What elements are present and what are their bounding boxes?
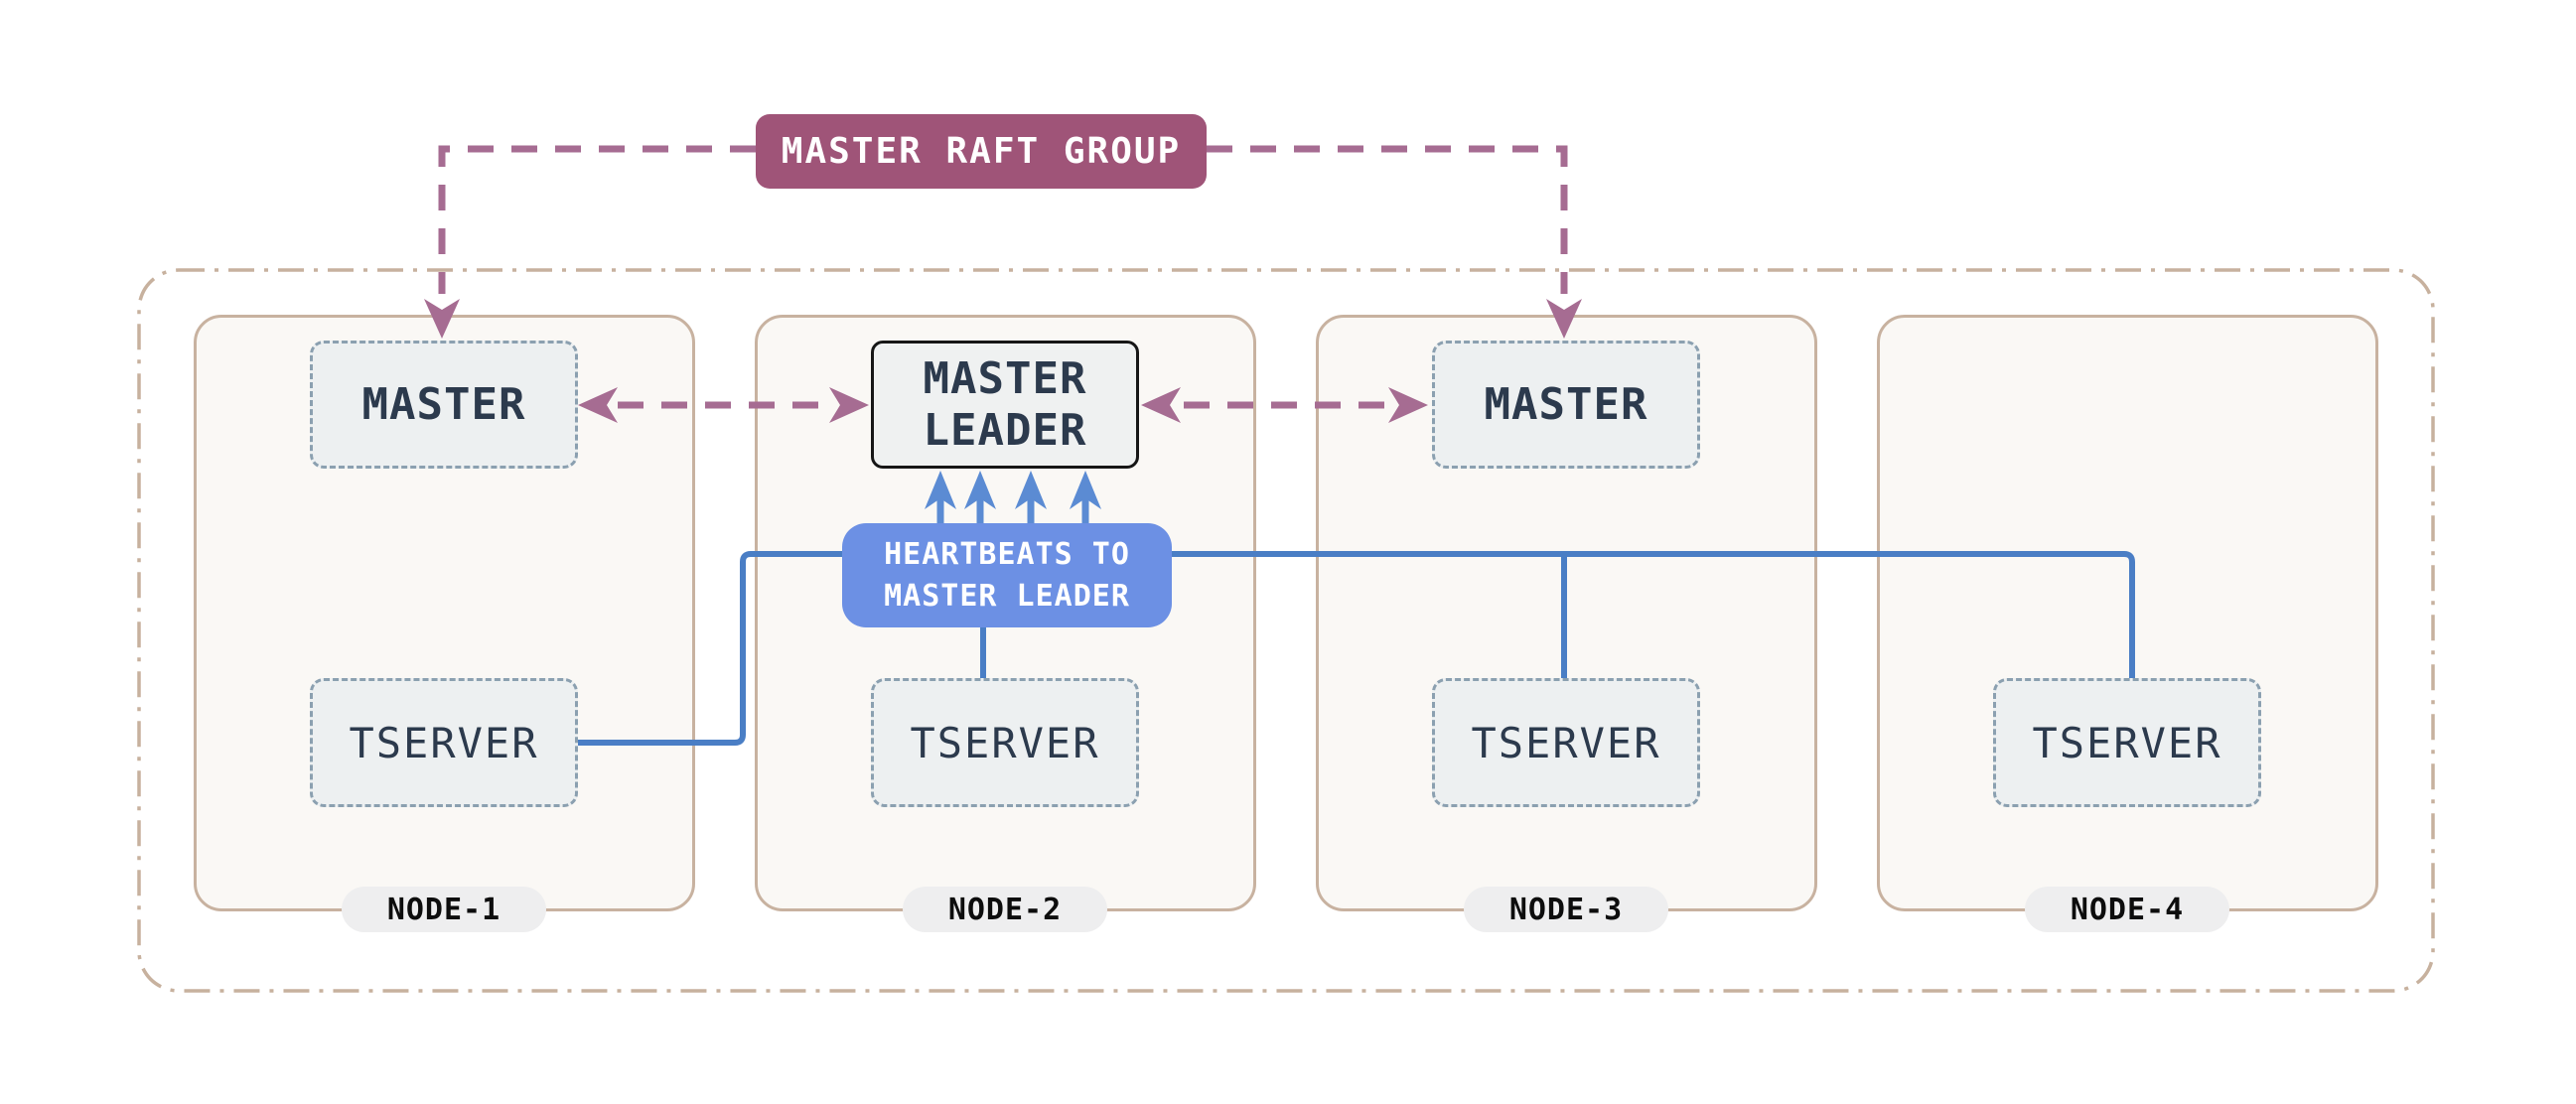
master-leader-box: MASTER LEADER <box>871 341 1139 469</box>
node-3-label: NODE-3 <box>1508 892 1624 927</box>
heartbeats-callout: HEARTBEATS TO MASTER LEADER <box>842 523 1172 627</box>
tserver-box-node-4: TSERVER <box>1993 678 2261 807</box>
tserver-box-node-1: TSERVER <box>310 678 578 807</box>
tserver-box-node-2: TSERVER <box>871 678 1139 807</box>
tserver-box-node-2-label: TSERVER <box>910 718 1100 767</box>
node-4-container <box>1877 315 2378 911</box>
node-2-label-pill: NODE-2 <box>903 887 1107 932</box>
master-box-node-1-label: MASTER <box>361 379 526 430</box>
master-leader-label-line-2: LEADER <box>923 404 1087 456</box>
master-raft-group-label: MASTER RAFT GROUP <box>781 131 1182 172</box>
master-box-node-3: MASTER <box>1432 341 1700 469</box>
tserver-box-node-4-label: TSERVER <box>2032 718 2222 767</box>
master-leader-label-line-1: MASTER <box>923 352 1087 404</box>
heartbeats-callout-line-1: HEARTBEATS TO <box>884 536 1130 572</box>
node-3-label-pill: NODE-3 <box>1464 887 1668 932</box>
tserver-box-node-1-label: TSERVER <box>349 718 539 767</box>
tserver-box-node-3: TSERVER <box>1432 678 1700 807</box>
master-raft-group-banner: MASTER RAFT GROUP <box>756 114 1207 189</box>
master-box-node-3-label: MASTER <box>1484 379 1648 430</box>
tserver-box-node-3-label: TSERVER <box>1471 718 1661 767</box>
node-4-label: NODE-4 <box>2070 892 2185 927</box>
node-2-label: NODE-2 <box>947 892 1063 927</box>
master-box-node-1: MASTER <box>310 341 578 469</box>
heartbeats-callout-line-2: MASTER LEADER <box>884 578 1130 614</box>
node-1-label: NODE-1 <box>386 892 501 927</box>
node-4-label-pill: NODE-4 <box>2025 887 2229 932</box>
node-1-label-pill: NODE-1 <box>342 887 546 932</box>
